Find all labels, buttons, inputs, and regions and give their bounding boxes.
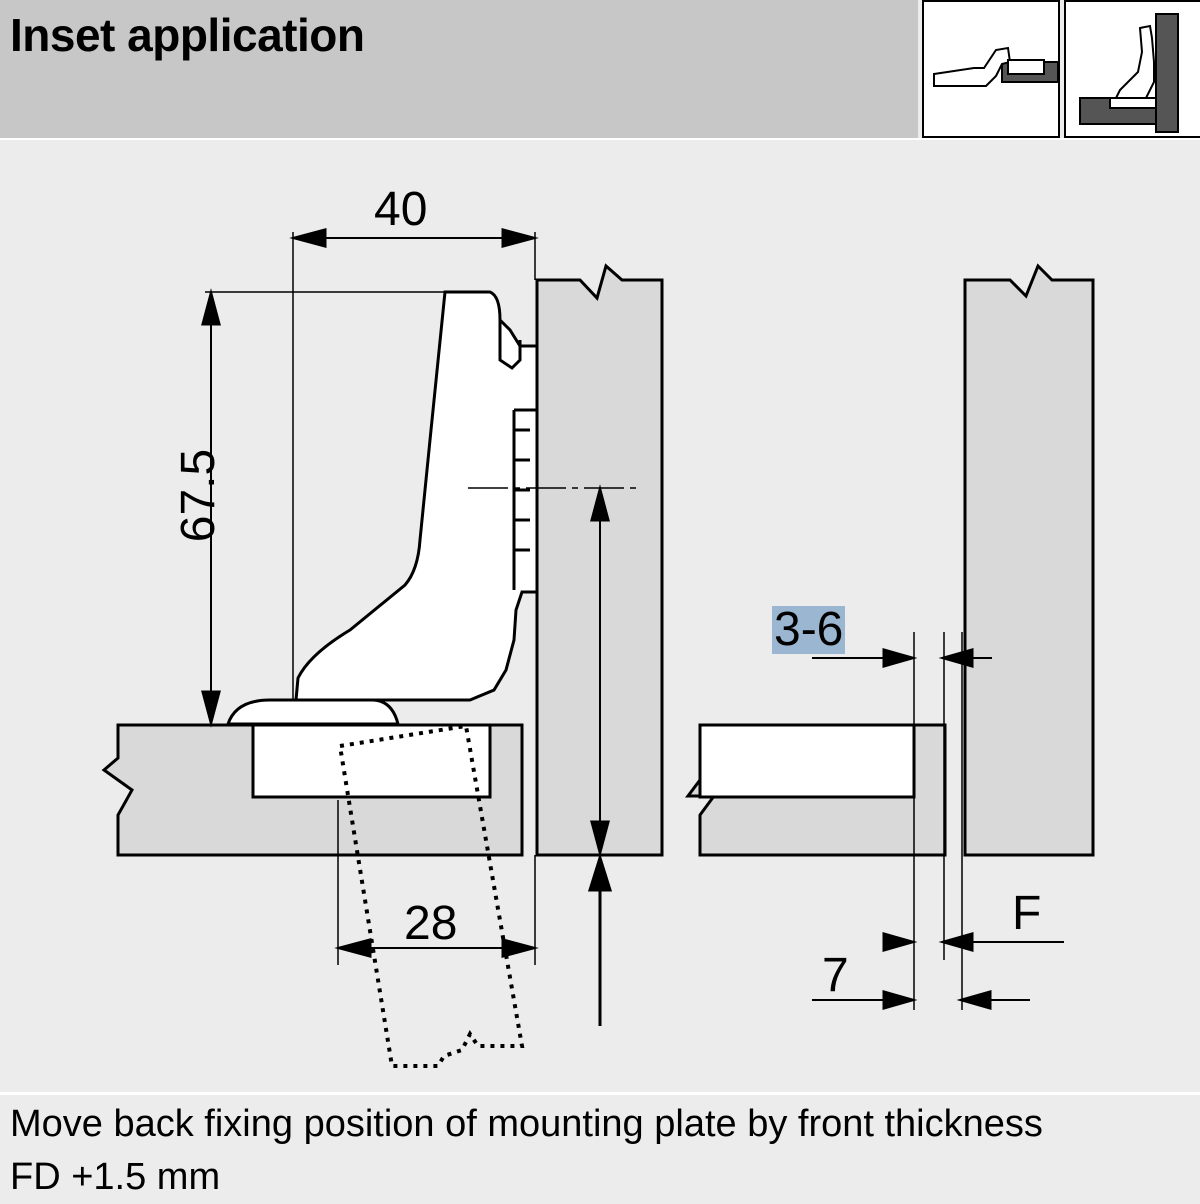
mounting-plate-front <box>698 723 916 799</box>
width-dimension-label: 40 <box>374 183 428 236</box>
carcass-side-panel-right <box>963 263 1095 857</box>
page-title: Inset application <box>10 9 365 61</box>
hinge-dimension-diagram <box>101 228 1095 1068</box>
front-thickness-label: F <box>1012 887 1042 940</box>
height-dimension-label: 67.5 <box>172 448 226 543</box>
gap-dimension-label: 3-6 <box>772 603 846 656</box>
cup-distance-label: 28 <box>404 897 458 950</box>
hinge-inset-icon <box>1064 0 1200 138</box>
hinge-arm <box>294 290 539 702</box>
caption-line: Move back fixing position of mounting pl… <box>10 1103 1043 1145</box>
caption-line: FD +1.5 mm <box>10 1156 221 1198</box>
divider <box>0 1092 1200 1095</box>
divider <box>0 138 1200 140</box>
header-bar: Inset application <box>0 0 918 138</box>
caption: Move back fixing position of mounting pl… <box>10 1098 1190 1204</box>
hinge-open-icon <box>922 0 1060 138</box>
plate-offset-label: 7 <box>822 949 849 1002</box>
